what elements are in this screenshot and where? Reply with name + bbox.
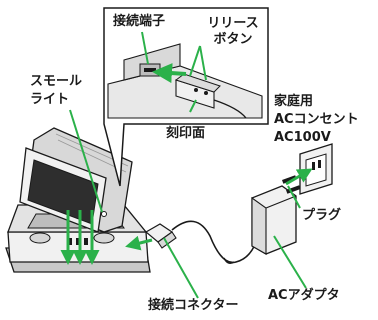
phone-illustration	[19, 127, 133, 233]
ac-adapter-illustration	[251, 175, 301, 255]
label-release-buttons-line2: ボタン	[213, 32, 253, 47]
connector-detail-callout	[103, 7, 269, 187]
label-connection-connector: 接続コネクター	[148, 298, 239, 313]
label-small-light-line2: ライト	[30, 92, 70, 107]
label-household-ac-line3: AC100V	[274, 130, 331, 145]
label-engraved-face: 刻印面	[166, 126, 206, 141]
label-release-buttons-line1: リリース	[207, 16, 259, 31]
label-household-ac-line2: ACコンセント	[274, 112, 359, 127]
wall-outlet-illustration	[299, 143, 333, 195]
label-small-light-line1: スモール	[30, 74, 83, 89]
connector-illustration	[144, 220, 259, 265]
label-connection-terminal: 接続端子	[113, 14, 166, 29]
label-ac-adapter: ACアダプタ	[268, 288, 340, 303]
label-household-ac-line1: 家庭用	[274, 94, 314, 109]
insert-arrows	[60, 210, 100, 265]
label-pointers	[69, 109, 307, 299]
label-plug: プラグ	[302, 208, 342, 223]
